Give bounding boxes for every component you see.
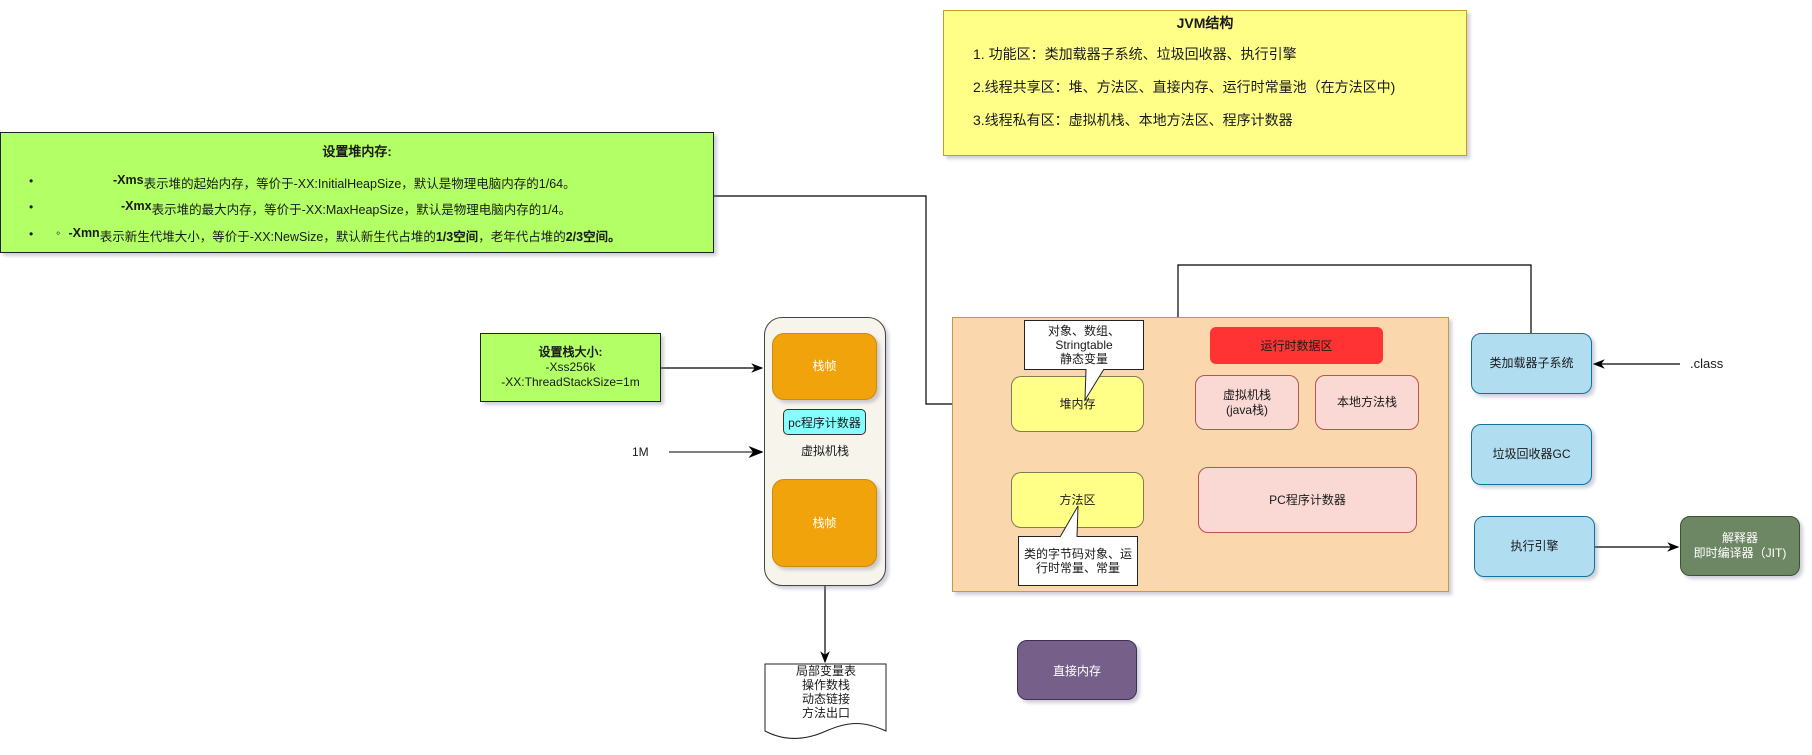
interpreter-label: 解释器 — [1721, 531, 1758, 545]
bullet: • — [29, 227, 34, 241]
callout-line: Stringtable — [1055, 338, 1113, 352]
option-name: -Xmx — [121, 199, 152, 213]
option-desc: 表示新生代堆大小，等价于-XX:NewSize，默认新生代占堆的 — [99, 230, 436, 244]
frame-content-item: 操作数栈 — [801, 678, 850, 692]
frame-content-item: 局部变量表 — [795, 664, 856, 678]
frame-content-item: 动态链接 — [801, 692, 850, 706]
one-m-label: 1M — [632, 445, 649, 459]
frame-contents-document[interactable] — [764, 663, 888, 743]
bullet: • — [29, 174, 34, 188]
jvm-structure-item: 3.线程私有区：虚拟机栈、本地方法区、程序计数器 — [973, 112, 1293, 128]
jvm-structure-item: 2.线程共享区：堆、方法区、直接内存、运行时常量池（在方法区中) — [973, 79, 1396, 95]
jvm-structure-item: 1. 功能区：类加载器子系统、垃圾回收器、执行引擎 — [973, 46, 1297, 62]
stack-settings-title: 设置栈大小: — [538, 345, 603, 359]
pc-counter-box-label: PC程序计数器 — [1269, 492, 1346, 507]
interpreter-jit-box[interactable]: 解释器 即时编译器（JIT) — [1680, 516, 1800, 576]
banner-label: 运行时数据区 — [1260, 339, 1333, 353]
pc-counter-label: pc程序计数器 — [788, 415, 861, 430]
option-desc: 表示堆的起始内存，等价于-XX:InitialHeapSize，默认是物理电脑内… — [143, 177, 576, 191]
heap-box[interactable]: 堆内存 — [1011, 376, 1144, 432]
native-method-stack-box[interactable]: 本地方法栈 — [1315, 375, 1419, 430]
stack-settings-note[interactable]: 设置栈大小: -Xss256k -XX:ThreadStackSize=1m — [480, 333, 661, 402]
callout-line: 行时常量、常量 — [1035, 561, 1120, 575]
vm-stack-box-label: 虚拟机栈 — [1222, 387, 1271, 402]
option-emphasis: 1/3空间 — [435, 230, 479, 244]
bullet: • — [29, 200, 34, 214]
option-name: -Xmn — [68, 226, 100, 240]
stack-frame-bottom[interactable]: 栈帧 — [772, 479, 877, 567]
stack-setting-threadstacksize: -XX:ThreadStackSize=1m — [501, 375, 640, 389]
vm-stack-label: 虚拟机栈 — [800, 444, 849, 458]
heap-callout[interactable]: 对象、数组、 Stringtable 静态变量 — [1024, 320, 1144, 370]
method-area-label: 方法区 — [1059, 492, 1096, 507]
heap-callout-pointer — [1084, 368, 1105, 402]
callout-line: 对象、数组、 — [1047, 324, 1120, 338]
direct-memory-label: 直接内存 — [1052, 663, 1101, 678]
stack-setting-xss: -Xss256k — [545, 360, 596, 374]
method-area-callout[interactable]: 类的字节码对象、运 行时常量、常量 — [1018, 536, 1138, 586]
frame-content-item: 方法出口 — [801, 706, 850, 720]
method-callout-pointer — [1059, 505, 1079, 538]
jit-label: 即时编译器（JIT) — [1693, 546, 1787, 560]
option-name: -Xms — [113, 173, 144, 187]
jvm-structure-title: JVM结构 — [1176, 15, 1234, 31]
sub-bullet: ◦ — [56, 226, 61, 240]
gc-label: 垃圾回收器GC — [1492, 447, 1571, 461]
option-desc: ，老年代占堆的 — [478, 230, 566, 244]
class-loader-box[interactable]: 类加载器子系统 — [1471, 333, 1592, 394]
callout-line: 类的字节码对象、运 — [1023, 547, 1132, 561]
direct-memory-box[interactable]: 直接内存 — [1017, 640, 1137, 700]
stack-frame-label: 栈帧 — [812, 515, 837, 530]
execution-engine-box[interactable]: 执行引擎 — [1474, 516, 1595, 577]
stack-frame-label: 栈帧 — [812, 359, 837, 373]
execution-engine-label: 执行引擎 — [1510, 539, 1559, 553]
callout-line: 静态变量 — [1059, 352, 1108, 366]
gc-box[interactable]: 垃圾回收器GC — [1471, 424, 1592, 485]
vm-stack-box[interactable]: 虚拟机栈 (java栈) — [1195, 375, 1299, 430]
heap-label: 堆内存 — [1059, 396, 1096, 411]
runtime-data-area-banner[interactable]: 运行时数据区 — [1210, 327, 1383, 364]
jvm-structure-note[interactable]: JVM结构 1. 功能区：类加载器子系统、垃圾回收器、执行引擎 2.线程共享区：… — [943, 10, 1467, 156]
frame-contents-text: 局部变量表 操作数栈 动态链接 方法出口 — [764, 664, 888, 720]
class-loader-label: 类加载器子系统 — [1489, 356, 1574, 370]
class-file-label: .class — [1690, 356, 1724, 371]
vm-stack-box-sublabel: (java栈) — [1225, 402, 1268, 417]
stack-frame-top[interactable]: 栈帧 — [772, 333, 877, 400]
option-emphasis: 2/3空间。 — [565, 230, 621, 244]
pc-counter-small[interactable]: pc程序计数器 — [783, 409, 866, 435]
heap-settings-title: 设置堆内存: — [322, 144, 392, 159]
option-desc: 表示堆的最大内存，等价于-XX:MaxHeapSize，默认是物理电脑内存的1/… — [151, 203, 572, 217]
pc-counter-box[interactable]: PC程序计数器 — [1198, 467, 1417, 533]
native-stack-label: 本地方法栈 — [1336, 395, 1397, 409]
